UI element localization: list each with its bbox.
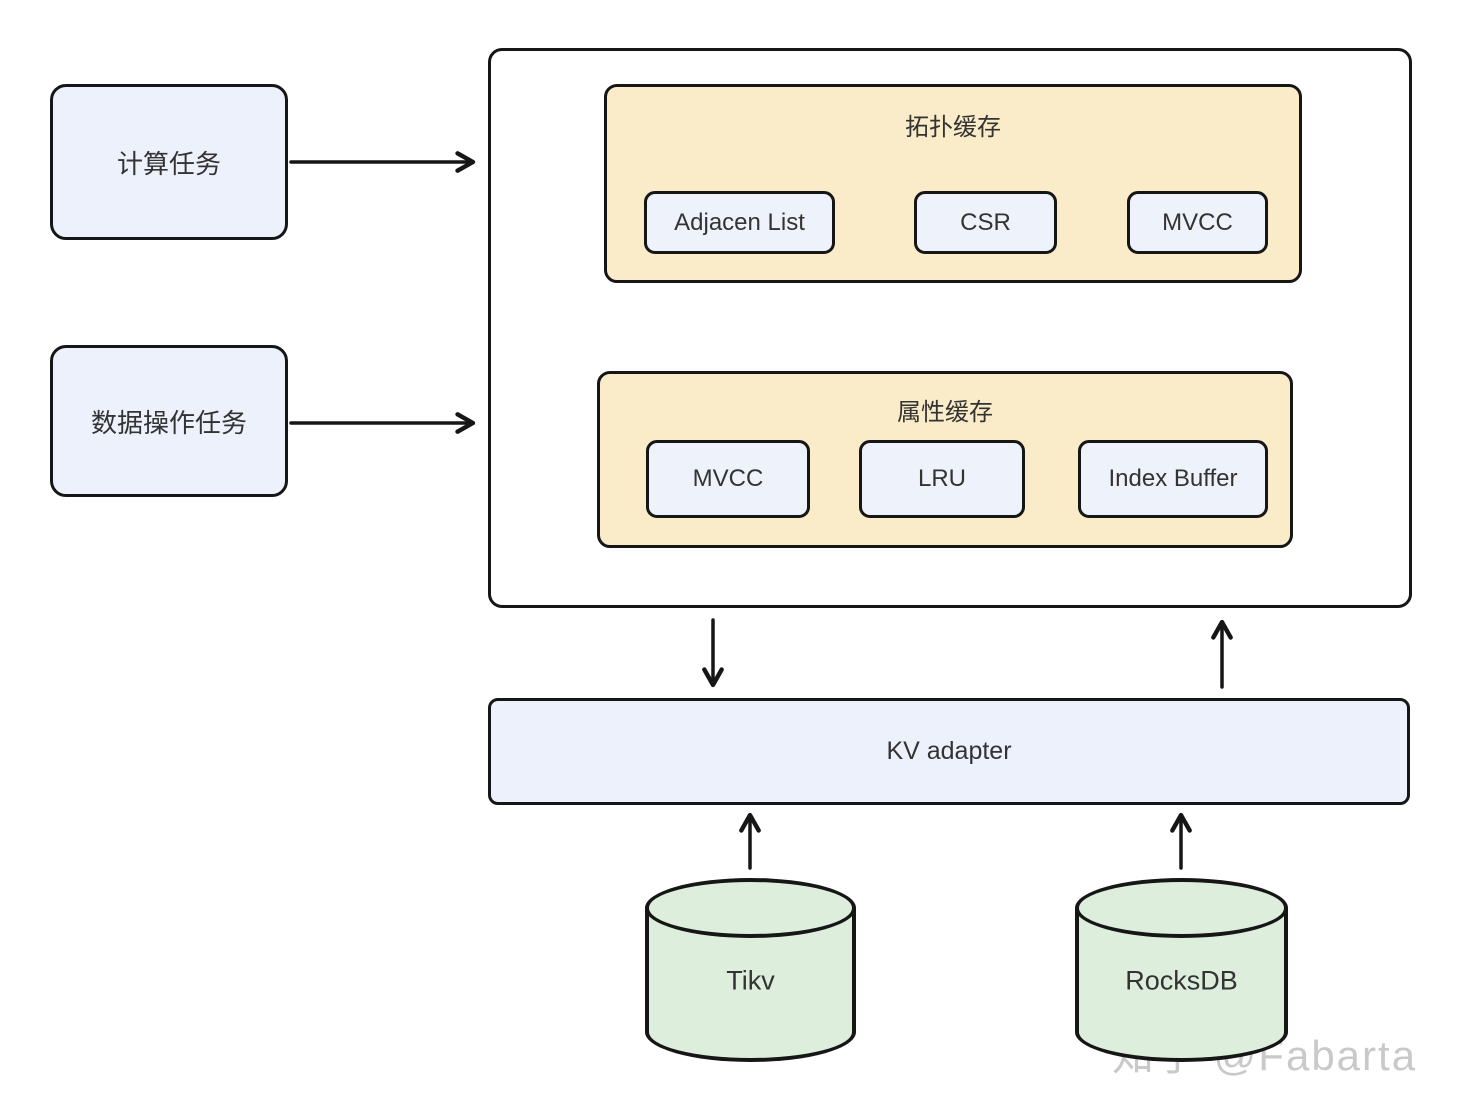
kv-adapter-label: KV adapter bbox=[886, 737, 1012, 765]
node-topology-mvcc: MVCC bbox=[1127, 191, 1268, 254]
adjacen-list-label: Adjacen List bbox=[674, 208, 805, 236]
node-csr: CSR bbox=[914, 191, 1057, 254]
attribute-cache-title: 属性缓存 bbox=[897, 399, 993, 426]
node-index-buffer: Index Buffer bbox=[1078, 440, 1268, 518]
node-rocksdb: RocksDB bbox=[1075, 878, 1288, 1062]
node-adjacen-list: Adjacen List bbox=[644, 191, 835, 254]
node-compute-task: 计算任务 bbox=[50, 84, 288, 240]
compute-task-label: 计算任务 bbox=[116, 148, 221, 179]
tikv-label: Tikv bbox=[726, 965, 775, 996]
rocksdb-cylinder-top bbox=[1075, 878, 1288, 938]
node-lru: LRU bbox=[859, 440, 1025, 518]
rocksdb-label: RocksDB bbox=[1125, 965, 1238, 996]
node-topology-cache: 拓扑缓存 Adjacen List CSR MVCC bbox=[604, 84, 1302, 283]
index-buffer-label: Index Buffer bbox=[1108, 465, 1238, 492]
topology-mvcc-label: MVCC bbox=[1162, 208, 1233, 236]
node-data-operation-task: 数据操作任务 bbox=[50, 345, 288, 497]
topology-cache-title: 拓扑缓存 bbox=[905, 114, 1001, 141]
node-kv-adapter: KV adapter bbox=[488, 698, 1410, 805]
data-operation-task-label: 数据操作任务 bbox=[90, 407, 247, 438]
csr-label: CSR bbox=[960, 208, 1011, 236]
lru-label: LRU bbox=[917, 465, 966, 492]
node-attribute-cache: 属性缓存 MVCC LRU Index Buffer bbox=[597, 371, 1293, 548]
tikv-cylinder-top bbox=[645, 878, 856, 938]
node-attribute-mvcc: MVCC bbox=[646, 440, 810, 518]
node-tikv: Tikv bbox=[645, 878, 856, 1062]
attribute-mvcc-label: MVCC bbox=[692, 465, 764, 492]
